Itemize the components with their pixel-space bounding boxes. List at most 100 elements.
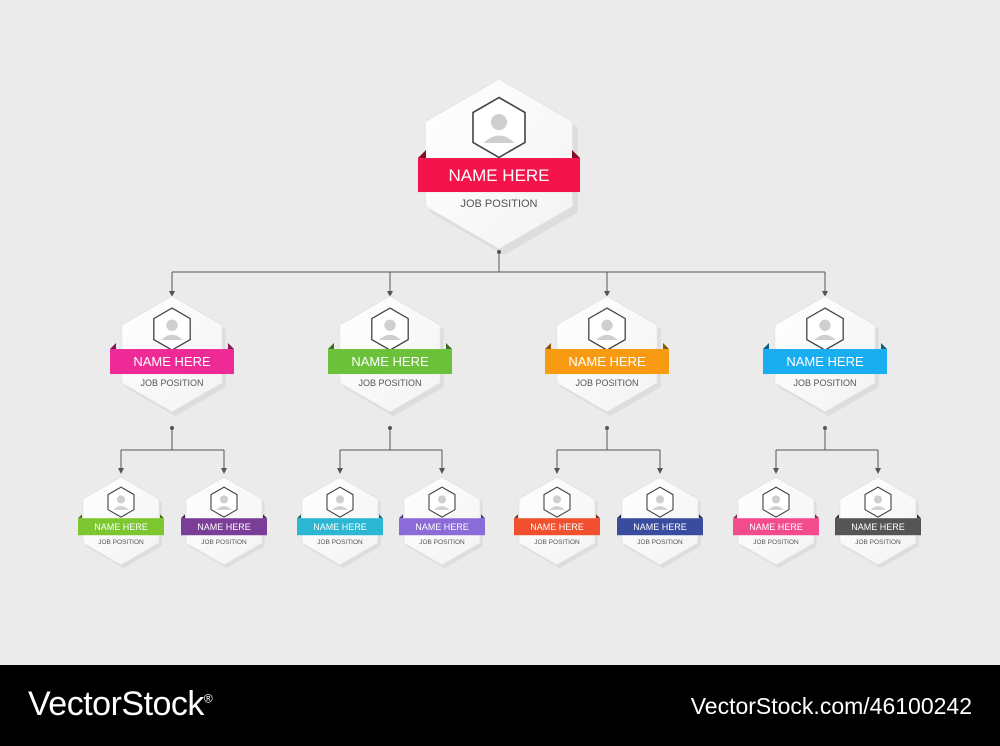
arrow-down-icon xyxy=(439,468,445,474)
user-avatar-icon xyxy=(646,486,674,518)
name-band xyxy=(297,518,383,536)
band-fold-right xyxy=(160,514,164,519)
user-avatar-icon xyxy=(371,307,409,351)
band-fold-left xyxy=(110,343,116,350)
person-name: NAME HERE xyxy=(133,354,211,369)
manager-node: NAME HERE JOB POSITION xyxy=(763,295,887,417)
job-position: JOB POSITION xyxy=(575,378,638,388)
job-position: JOB POSITION xyxy=(201,539,247,546)
person-name: NAME HERE xyxy=(633,522,687,532)
job-position: JOB POSITION xyxy=(855,539,901,546)
name-band xyxy=(110,349,234,375)
job-position: JOB POSITION xyxy=(460,198,537,210)
person-name: NAME HERE xyxy=(786,354,864,369)
band-fold-left xyxy=(328,343,334,350)
user-avatar-icon xyxy=(543,486,571,518)
band-fold-right xyxy=(699,514,703,519)
org-chart: NAME HERE JOB POSITION NAME HERE JOB POSITI… xyxy=(78,78,921,569)
person-name: NAME HERE xyxy=(448,166,549,185)
connector-lines xyxy=(118,250,881,474)
arrow-down-icon xyxy=(822,291,828,297)
person-name: NAME HERE xyxy=(749,522,803,532)
job-position: JOB POSITION xyxy=(419,539,465,546)
user-avatar-icon xyxy=(762,486,790,518)
band-fold-left xyxy=(545,343,551,350)
band-fold-right xyxy=(263,514,267,519)
job-position: JOB POSITION xyxy=(753,539,799,546)
name-band xyxy=(78,518,164,536)
name-band xyxy=(181,518,267,536)
report-node: NAME HERE JOB POSITION xyxy=(835,476,921,569)
job-position: JOB POSITION xyxy=(317,539,363,546)
band-fold-left xyxy=(514,514,518,519)
name-band xyxy=(617,518,703,536)
arrow-down-icon xyxy=(554,468,560,474)
band-fold-right xyxy=(596,514,600,519)
band-fold-right xyxy=(379,514,383,519)
user-avatar-icon xyxy=(428,486,456,518)
arrow-down-icon xyxy=(169,291,175,297)
band-fold-left xyxy=(835,514,839,519)
band-fold-right xyxy=(663,343,669,350)
name-band xyxy=(399,518,485,536)
person-name: NAME HERE xyxy=(568,354,646,369)
name-band xyxy=(763,349,887,375)
band-fold-right xyxy=(917,514,921,519)
person-name: NAME HERE xyxy=(851,522,905,532)
job-position: JOB POSITION xyxy=(534,539,580,546)
user-avatar-icon xyxy=(472,96,526,159)
band-fold-right xyxy=(572,150,580,159)
band-fold-left xyxy=(297,514,301,519)
arrow-down-icon xyxy=(118,468,124,474)
name-band xyxy=(835,518,921,536)
band-fold-left xyxy=(733,514,737,519)
user-avatar-icon xyxy=(326,486,354,518)
job-position: JOB POSITION xyxy=(140,378,203,388)
report-node: NAME HERE JOB POSITION xyxy=(733,476,819,569)
arrow-down-icon xyxy=(221,468,227,474)
manager-node: NAME HERE JOB POSITION xyxy=(545,295,669,417)
user-avatar-icon xyxy=(153,307,191,351)
arrow-down-icon xyxy=(875,468,881,474)
report-node: NAME HERE JOB POSITION xyxy=(181,476,267,569)
person-name: NAME HERE xyxy=(94,522,148,532)
watermark-footer: VectorStock® VectorStock.com/46100242 xyxy=(0,665,1000,746)
arrow-down-icon xyxy=(387,291,393,297)
user-avatar-icon xyxy=(864,486,892,518)
arrow-down-icon xyxy=(773,468,779,474)
person-name: NAME HERE xyxy=(351,354,429,369)
name-band xyxy=(733,518,819,536)
user-avatar-icon xyxy=(210,486,238,518)
band-fold-left xyxy=(78,514,82,519)
arrow-down-icon xyxy=(337,468,343,474)
manager-node: NAME HERE JOB POSITION xyxy=(110,295,234,417)
arrow-down-icon xyxy=(657,468,663,474)
name-band xyxy=(418,158,580,193)
band-fold-left xyxy=(399,514,403,519)
band-fold-right xyxy=(446,343,452,350)
person-name: NAME HERE xyxy=(313,522,367,532)
name-band xyxy=(514,518,600,536)
band-fold-left xyxy=(181,514,185,519)
arrow-down-icon xyxy=(604,291,610,297)
brand-logo: VectorStock® xyxy=(28,685,213,723)
top-node: NAME HERE JOB POSITION xyxy=(418,78,580,255)
band-fold-left xyxy=(617,514,621,519)
org-nodes: NAME HERE JOB POSITION NAME HERE JOB POSITI… xyxy=(78,78,921,569)
user-avatar-icon xyxy=(806,307,844,351)
user-avatar-icon xyxy=(107,486,135,518)
job-position: JOB POSITION xyxy=(793,378,856,388)
person-name: NAME HERE xyxy=(197,522,251,532)
band-fold-right xyxy=(815,514,819,519)
band-fold-right xyxy=(228,343,234,350)
job-position: JOB POSITION xyxy=(358,378,421,388)
name-band xyxy=(545,349,669,375)
report-node: NAME HERE JOB POSITION xyxy=(297,476,383,569)
name-band xyxy=(328,349,452,375)
band-fold-right xyxy=(881,343,887,350)
manager-node: NAME HERE JOB POSITION xyxy=(328,295,452,417)
